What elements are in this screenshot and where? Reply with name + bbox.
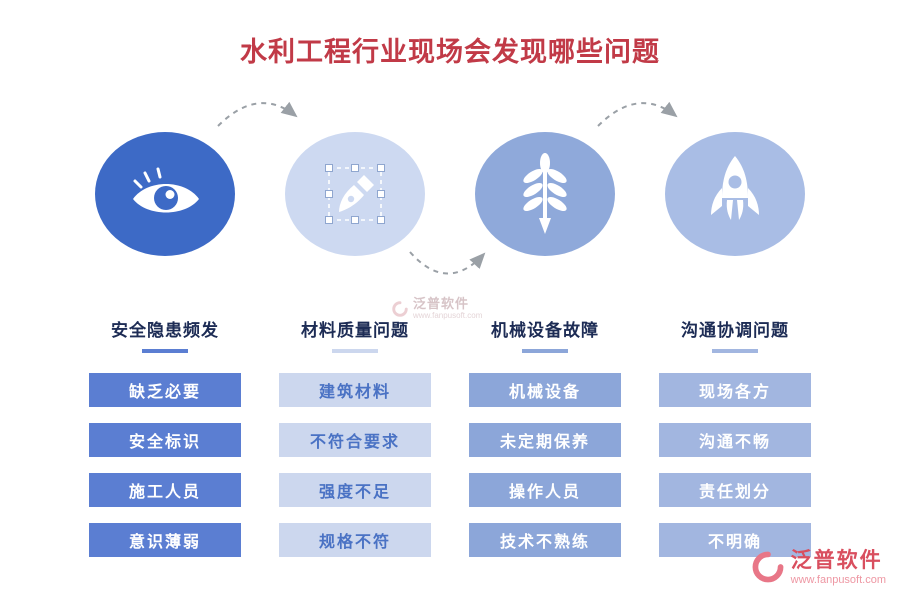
column-safety-hazards: 安全隐患频发 缺乏必要 安全标识 施工人员 意识薄弱 <box>85 132 245 557</box>
item-list: 建筑材料 不符合要求 强度不足 规格不符 <box>279 373 431 557</box>
rocket-icon <box>711 156 759 220</box>
column-material-quality: 材料质量问题 建筑材料 不符合要求 强度不足 规格不符 <box>275 132 435 557</box>
column-header: 机械设备故障 <box>491 321 599 340</box>
center-watermark: 泛普软件 www.fanpusoft.com <box>392 297 482 320</box>
list-item: 现场各方 <box>659 373 811 407</box>
dashed-arrow-3 <box>597 101 678 127</box>
list-item: 强度不足 <box>279 473 431 507</box>
columns-row: 安全隐患频发 缺乏必要 安全标识 施工人员 意识薄弱 <box>85 132 815 557</box>
list-item: 不符合要求 <box>279 423 431 457</box>
list-item: 意识薄弱 <box>89 523 241 557</box>
circle-equipment <box>475 132 615 256</box>
corner-watermark: 泛普软件 www.fanpusoft.com <box>752 549 886 586</box>
list-item: 机械设备 <box>469 373 621 407</box>
pen-tool-icon <box>325 164 385 224</box>
circle-material <box>285 132 425 256</box>
header-underline <box>142 349 188 353</box>
list-item: 沟通不畅 <box>659 423 811 457</box>
column-header: 安全隐患频发 <box>111 321 219 340</box>
column-header: 沟通协调问题 <box>681 321 789 340</box>
header-underline <box>332 349 378 353</box>
column-equipment-failure: 机械设备故障 机械设备 未定期保养 操作人员 技术不熟练 <box>465 132 625 557</box>
column-communication: 沟通协调问题 现场各方 沟通不畅 责任划分 不明确 <box>655 132 815 557</box>
page-title: 水利工程行业现场会发现哪些问题 <box>240 37 660 67</box>
list-item: 不明确 <box>659 523 811 557</box>
list-item: 未定期保养 <box>469 423 621 457</box>
watermark-site: www.fanpusoft.com <box>413 310 483 320</box>
header-underline <box>712 349 758 353</box>
fanpu-logo-icon <box>392 300 408 317</box>
eye-icon <box>133 167 199 213</box>
column-header: 材料质量问题 <box>301 321 409 340</box>
list-item: 建筑材料 <box>279 373 431 407</box>
circle-safety <box>95 132 235 256</box>
header-underline <box>522 349 568 353</box>
item-list: 现场各方 沟通不畅 责任划分 不明确 <box>659 373 811 557</box>
list-item: 规格不符 <box>279 523 431 557</box>
item-list: 机械设备 未定期保养 操作人员 技术不熟练 <box>469 373 621 557</box>
wheat-icon <box>523 153 567 234</box>
list-item: 安全标识 <box>89 423 241 457</box>
list-item: 技术不熟练 <box>469 523 621 557</box>
list-item: 操作人员 <box>469 473 621 507</box>
circle-communication <box>665 132 805 256</box>
list-item: 责任划分 <box>659 473 811 507</box>
watermark-brand: 泛普软件 <box>413 296 470 311</box>
list-item: 施工人员 <box>89 473 241 507</box>
watermark-brand: 泛普软件 <box>790 548 883 572</box>
fanpu-logo-icon <box>752 551 784 583</box>
item-list: 缺乏必要 安全标识 施工人员 意识薄弱 <box>89 373 241 557</box>
list-item: 缺乏必要 <box>89 373 241 407</box>
watermark-site: www.fanpusoft.com <box>790 573 886 586</box>
dashed-arrow-1 <box>217 101 298 127</box>
